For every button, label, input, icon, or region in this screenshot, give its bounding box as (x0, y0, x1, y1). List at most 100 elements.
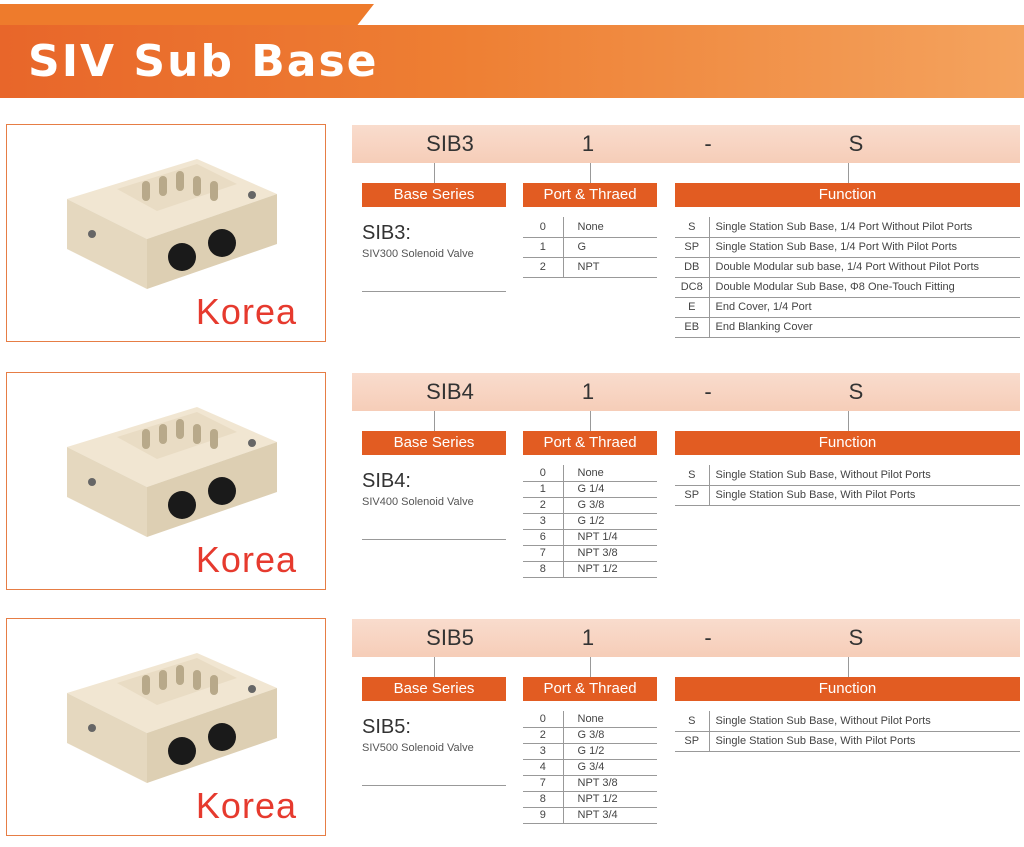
header-bar (0, 25, 1024, 98)
series-code: SIB4: (362, 470, 411, 492)
series-code: SIB5: (362, 716, 411, 738)
product-photo: Korea (6, 124, 326, 342)
model-code-bar: SIB5 1 - S (352, 619, 1020, 657)
port-code: 4 (523, 759, 564, 776)
function-description: Single Station Sub Base, With Pilot Port… (709, 731, 1020, 752)
port-thread-name: NPT 1/2 (563, 561, 657, 578)
function-code: SP (675, 731, 710, 752)
base-series-header: Base Series (362, 677, 506, 701)
connector-line (848, 411, 849, 431)
port-code: 7 (523, 545, 564, 562)
port-thread-name: G 3/8 (563, 727, 657, 744)
port-thread-name: G 1/2 (563, 743, 657, 760)
function-code: E (675, 297, 710, 318)
code-function: S (848, 131, 864, 156)
function-code: S (675, 465, 710, 486)
code-function: S (848, 379, 864, 404)
port-code: 3 (523, 743, 564, 760)
port-code: 0 (523, 711, 564, 728)
connector-line (848, 657, 849, 677)
product-section-sib3: Korea SIB3 1 - S Base Series Port & Thra… (0, 124, 1024, 344)
port-thread-name: NPT 1/4 (563, 529, 657, 546)
function-header: Function (675, 183, 1020, 207)
code-series: SIB4 (426, 379, 474, 404)
port-thread-name: G (563, 237, 657, 258)
product-photo: Korea (6, 372, 326, 590)
port-code: 1 (523, 481, 564, 498)
divider (362, 291, 506, 292)
sub-base-image-icon (67, 407, 277, 537)
function-code: DC8 (675, 277, 710, 298)
base-series-header: Base Series (362, 431, 506, 455)
series-description: SIV300 Solenoid Valve (362, 248, 474, 260)
product-photo: Korea (6, 618, 326, 836)
port-thread-name: NPT 3/4 (563, 807, 657, 824)
port-code: 3 (523, 513, 564, 530)
port-thread-header: Port & Thraed (523, 677, 657, 701)
code-port: 1 (581, 131, 595, 156)
code-dash: - (704, 379, 712, 404)
function-code: S (675, 217, 710, 238)
sub-base-image-icon (67, 653, 277, 783)
connector-line (590, 657, 591, 677)
code-dash: - (704, 625, 712, 650)
function-code: SP (675, 485, 710, 506)
connector-line (434, 657, 435, 677)
origin-label: Korea (195, 291, 297, 332)
port-thread-header: Port & Thraed (523, 431, 657, 455)
port-thread-name: NPT (563, 257, 657, 278)
port-code: 7 (523, 775, 564, 792)
function-code: DB (675, 257, 710, 278)
function-description: Single Station Sub Base, 1/4 Port Withou… (709, 217, 1020, 238)
sub-base-image-icon (67, 159, 277, 289)
code-series: SIB5 (426, 625, 474, 650)
base-series-header: Base Series (362, 183, 506, 207)
connector-line (434, 163, 435, 183)
port-code: 8 (523, 561, 564, 578)
product-section-sib5: Korea SIB5 1 - S Base Series Port & Thra… (0, 618, 1024, 838)
origin-label: Korea (195, 539, 297, 580)
origin-label: Korea (195, 785, 297, 826)
product-section-sib4: Korea SIB4 1 - S Base Series Port & Thra… (0, 372, 1024, 592)
code-function: S (848, 625, 864, 650)
port-thread-name: G 3/8 (563, 497, 657, 514)
function-description: Single Station Sub Base, 1/4 Port With P… (709, 237, 1020, 258)
port-code: 2 (523, 257, 564, 278)
function-code: SP (675, 237, 710, 258)
function-description: End Blanking Cover (709, 317, 1020, 338)
code-port: 1 (581, 625, 595, 650)
series-description: SIV400 Solenoid Valve (362, 496, 474, 508)
function-description: Single Station Sub Base, Without Pilot P… (709, 465, 1020, 486)
model-code-bar: SIB3 1 - S (352, 125, 1020, 163)
port-code: 2 (523, 727, 564, 744)
code-dash: - (704, 131, 712, 156)
divider (362, 539, 506, 540)
connector-line (590, 163, 591, 183)
port-code: 1 (523, 237, 564, 258)
